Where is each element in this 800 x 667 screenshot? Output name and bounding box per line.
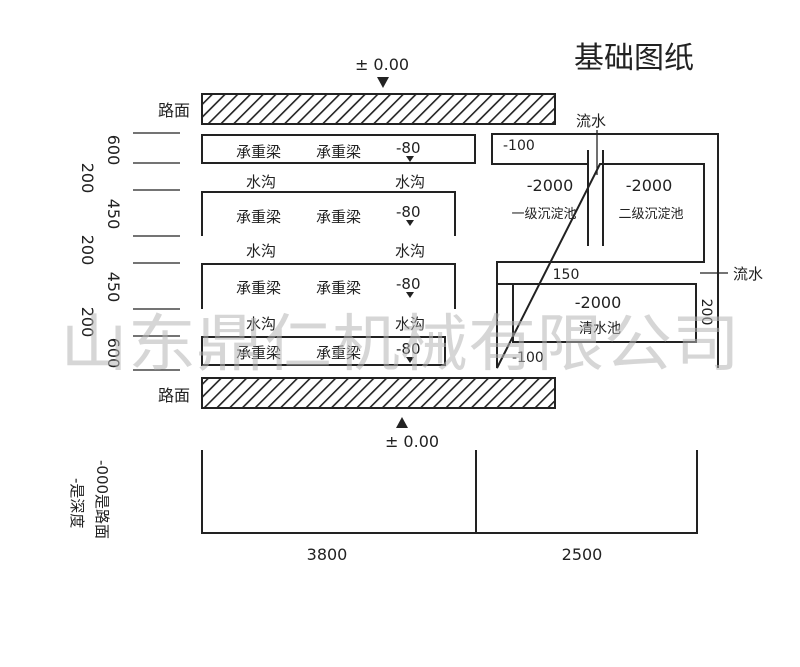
dim-label-200-right: 200 — [698, 299, 714, 326]
left-dimension-ticks — [133, 132, 180, 371]
depth-marker-icon — [406, 292, 414, 298]
dim-left-600-bottom: 600 — [104, 338, 123, 369]
gutter-label: 水沟 — [246, 173, 276, 191]
dim-bottom-2500: 2500 — [562, 545, 603, 564]
depth-label-100-bottom: -100 — [512, 350, 544, 366]
road-label-top: 路面 — [158, 101, 190, 120]
secondary-settling-tank-label: 二级沉淀池 — [618, 207, 683, 222]
note-road-level: -000是路面 — [93, 460, 111, 539]
depth-label-80: -80 — [396, 203, 421, 221]
dim-left-200-b: 200 — [78, 235, 97, 266]
level-label-top: ± 0.00 — [355, 55, 409, 74]
road-surface-bottom — [201, 377, 556, 409]
dim-left-450-b: 450 — [104, 272, 123, 303]
level-arrow-up-icon — [396, 417, 408, 428]
beam-label: 承重梁 — [316, 344, 361, 362]
beam-box-1 — [201, 134, 476, 164]
depth-label-2000-primary: -2000 — [527, 176, 574, 195]
depth-marker-icon — [406, 357, 414, 363]
bottom-dimension-frame — [201, 450, 698, 534]
beam-box-3 — [201, 263, 456, 309]
depth-label-80: -80 — [396, 275, 421, 293]
dim-left-450-a: 450 — [104, 199, 123, 230]
beam-label: 承重梁 — [236, 208, 281, 226]
primary-settling-tank-label: 一级沉淀池 — [511, 207, 576, 222]
beam-label: 承重梁 — [236, 344, 281, 362]
flow-label-right: 流水 — [733, 265, 763, 283]
road-label-bottom: 路面 — [158, 386, 190, 405]
note-depth: -是深度 — [68, 478, 86, 528]
beam-label: 承重梁 — [316, 279, 361, 297]
beam-label: 承重梁 — [236, 143, 281, 161]
dim-left-600-top: 600 — [104, 135, 123, 166]
road-surface-top — [201, 93, 556, 125]
dim-left-200-c: 200 — [78, 307, 97, 338]
beam-box-4 — [201, 336, 446, 366]
gutter-label: 水沟 — [246, 315, 276, 333]
settling-tanks — [491, 130, 728, 369]
beam-label: 承重梁 — [316, 143, 361, 161]
depth-label-2000-secondary: -2000 — [626, 176, 673, 195]
gutter-label: 水沟 — [246, 242, 276, 260]
depth-label-80: -80 — [396, 340, 421, 358]
depth-marker-icon — [406, 220, 414, 226]
company-watermark: 山东鼎仁机械有限公司 — [60, 307, 740, 380]
depth-label-80: -80 — [396, 139, 421, 157]
depth-marker-icon — [406, 156, 414, 162]
gutter-label: 水沟 — [395, 173, 425, 191]
dim-bottom-3800: 3800 — [307, 545, 348, 564]
clear-water-tank-label: 清水池 — [579, 321, 621, 337]
flow-label-top: 流水 — [576, 112, 606, 130]
gutter-label: 水沟 — [395, 315, 425, 333]
dim-label-150: 150 — [553, 267, 580, 283]
beam-label: 承重梁 — [316, 208, 361, 226]
depth-label-2000-clear: -2000 — [575, 293, 622, 312]
level-label-bottom: ± 0.00 — [385, 432, 439, 451]
level-arrow-down-icon — [377, 77, 389, 88]
diagram-title: 基础图纸 — [574, 41, 694, 76]
gutter-label: 水沟 — [395, 242, 425, 260]
depth-label-100-top: -100 — [503, 138, 535, 154]
dim-left-200-a: 200 — [78, 163, 97, 194]
beam-box-2 — [201, 191, 456, 236]
beam-label: 承重梁 — [236, 279, 281, 297]
